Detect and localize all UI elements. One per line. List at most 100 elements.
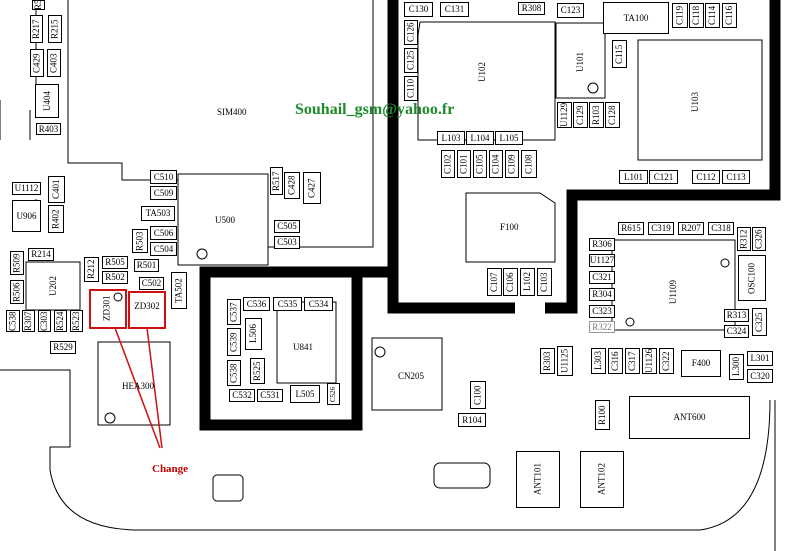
c115: C115 [612,40,627,68]
label-u101: U101 [575,52,585,72]
c114: C114 [705,3,720,28]
cn205-outline [371,337,443,411]
u103-outline [637,39,763,161]
r529: R529 [50,341,76,354]
c318: C318 [708,222,734,235]
c128: C128 [605,102,620,128]
r212: R212 [84,257,99,282]
r322: R322 [589,321,615,333]
c317: C317 [625,348,640,374]
r525: R525 [250,358,265,384]
u500-outline [177,173,269,266]
u404: U404 [35,84,59,118]
label-u841: U841 [293,342,313,352]
f400: F400 [681,350,721,377]
r403: R403 [36,123,61,135]
c326: C326 [752,227,766,251]
r304: R304 [589,288,615,301]
r307: R307 [22,310,35,332]
c323: C323 [589,305,615,318]
c429: C429 [30,49,44,77]
c324: C324 [724,325,749,338]
r312: R312 [737,227,751,251]
label-u202: U202 [48,276,58,296]
c109: C109 [505,150,519,178]
c427: C427 [303,172,321,204]
l105: L105 [495,131,523,145]
c104: C104 [489,150,503,178]
c534: C534 [304,297,333,311]
r100: R100 [595,400,610,430]
change-annotation: Change [152,463,189,475]
r509: R509 [10,251,24,275]
r503: R503 [132,229,148,253]
label-u1109: U1109 [668,280,678,305]
c110: C110 [404,76,418,101]
c119: C119 [672,3,688,28]
c535: C535 [273,297,302,311]
c428: C428 [284,172,300,199]
c539: C539 [227,328,241,356]
label-hea300: HEA300 [122,381,154,391]
c505: C505 [274,220,300,233]
c401: C401 [48,176,65,203]
c106: C106 [503,268,518,296]
l506: L506 [245,318,262,350]
c509: C509 [150,186,177,200]
c536: C536 [243,297,270,311]
ta503: TA503 [141,206,175,221]
u1112: U1112 [12,182,41,195]
label-u103: U103 [690,92,700,112]
c303: C303 [38,310,51,332]
c531: C531 [257,389,283,402]
r217: R217 [30,15,43,43]
l303: L303 [591,348,606,374]
u906: U906 [12,200,41,232]
r104: R104 [458,413,486,427]
r517: R517 [270,167,283,195]
r501: R501 [134,259,159,272]
c116: C116 [722,3,737,28]
c130: C130 [404,2,433,17]
watermark-email: Souhail_gsm@yahoo.fr [295,101,455,118]
c125: C125 [404,48,418,73]
c506: C506 [150,226,177,240]
zd301-highlight [89,289,127,329]
l102: L102 [520,268,535,296]
r308: R308 [518,2,545,15]
l300: L300 [729,354,744,380]
shield-frame-u841 [199,266,393,431]
board-outline [0,369,771,531]
label-sim400: SIM400 [217,107,247,117]
c101: C101 [457,150,471,178]
osc100: OSC100 [738,255,766,301]
ta100: TA100 [603,2,669,34]
r523: R523 [70,310,83,332]
c538: C538 [227,360,241,386]
r103: R103 [589,102,604,128]
c532: C532 [229,389,255,402]
c316: C316 [608,348,623,374]
l103: L103 [437,131,465,145]
zd301: ZD301 [101,295,112,322]
c131: C131 [440,2,469,17]
c108: C108 [521,150,537,178]
ant102: ANT102 [580,451,624,508]
u101-outline [555,22,606,99]
c320: C320 [747,369,773,383]
c538-left: C538 [6,310,20,332]
c129: C129 [573,102,588,128]
r306: R306 [589,238,615,251]
c126: C126 [404,20,418,45]
f100-outline [465,192,556,263]
c107: C107 [487,268,502,296]
c102: C102 [441,150,455,178]
c504: C504 [150,242,177,256]
c322: C322 [659,348,674,374]
r502: R502 [102,271,128,284]
l505: L505 [290,385,320,403]
ant101: ANT101 [516,451,560,508]
c121: C121 [649,170,678,184]
